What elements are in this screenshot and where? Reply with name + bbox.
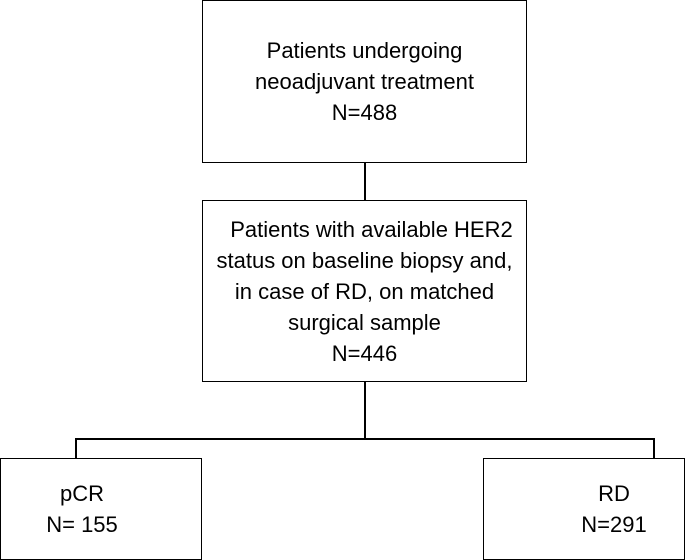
box-mid-line-3: in case of RD, on matched (234, 278, 495, 304)
connector-horizontal-split (75, 438, 654, 440)
box-rd-label: RD (598, 481, 630, 506)
box-pcr-count: N= 155 (46, 512, 118, 537)
box-patients-neoadjuvant: Patients undergoing neoadjuvant treatmen… (202, 0, 527, 163)
connector-top-to-middle (364, 163, 366, 200)
box-pcr-label: pCR (59, 481, 104, 506)
box-rd: RD N=291 (483, 458, 685, 560)
box-mid-count: N=446 (331, 340, 398, 366)
box-mid-line-1: Patients with available HER2 (230, 216, 513, 242)
box-rd-count: N=291 (581, 512, 647, 537)
box-pcr: pCR N= 155 (0, 458, 202, 560)
box-mid-line-2: status on baseline biopsy and, (216, 247, 513, 273)
box-top-line-1: Patients undergoing (266, 38, 463, 63)
box-mid-line-4: surgical sample (288, 309, 441, 335)
connector-to-rd (653, 438, 655, 458)
box-patients-her2-status: Patients with available HER2 status on b… (202, 200, 527, 382)
box-top-line-2: neoadjuvant treatment (255, 69, 474, 94)
connector-middle-down (364, 382, 366, 439)
connector-to-pcr (75, 438, 77, 458)
box-top-count: N=488 (331, 100, 398, 125)
